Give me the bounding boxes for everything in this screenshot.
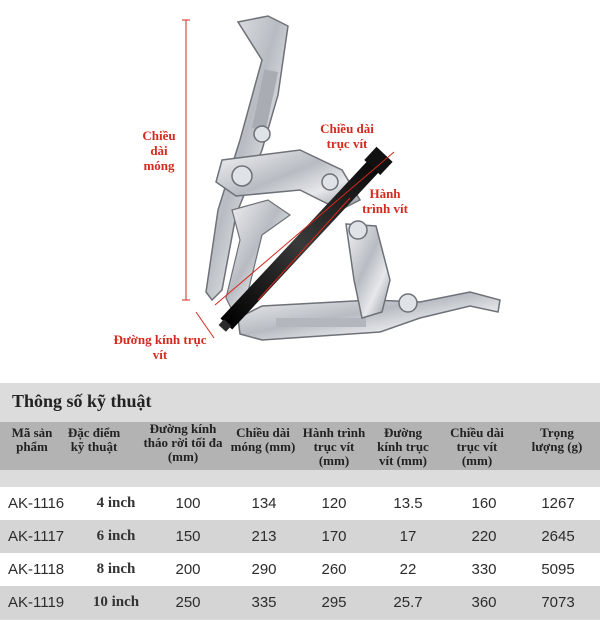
- weight: 5095: [541, 561, 575, 578]
- screw-diameter: 17: [399, 528, 417, 545]
- right-link: [345, 223, 391, 319]
- screw-stroke: 170: [321, 528, 347, 545]
- column-header: Chiều dài trục vít (mm): [450, 425, 504, 468]
- claw-length: 213: [251, 528, 277, 545]
- screw-length: 160: [471, 495, 497, 512]
- max-diameter: 100: [175, 495, 201, 512]
- weight: 1267: [541, 495, 575, 512]
- annotation-lines: [182, 19, 395, 339]
- table-header: Mã sản phẩm Đặc điểm kỹ thuật Đường kính…: [0, 422, 600, 470]
- screw-length: 330: [471, 561, 497, 578]
- screw-stroke: 120: [321, 495, 347, 512]
- screw-length-line: [214, 151, 395, 306]
- stroke-label: Hành trình vít: [362, 186, 408, 216]
- column-header: Hành trình trục vít (mm): [302, 425, 366, 468]
- stroke-line: [257, 197, 351, 301]
- screw-diameter-label: Đường kính trục vít: [113, 332, 207, 362]
- weight: 2645: [541, 528, 575, 545]
- product-code: AK-1119: [8, 594, 65, 611]
- screw-diameter: 22: [399, 561, 417, 578]
- threaded-screw: [218, 146, 393, 332]
- product-code: AK-1118: [8, 561, 65, 578]
- product-code: AK-1117: [8, 528, 65, 545]
- diameter-line: [195, 311, 215, 339]
- product-code: AK-1116: [8, 495, 65, 512]
- screw-stroke: 295: [321, 594, 347, 611]
- column-header: Trọng lượng (g): [531, 425, 583, 454]
- claw-length: 134: [251, 495, 277, 512]
- gear-puller-drawing: [182, 15, 501, 341]
- weight: 7073: [541, 594, 575, 611]
- left-jaw-label-plate: [251, 69, 279, 131]
- product-illustration: Chiều dài móng Chiều dài trục vít Hành t…: [113, 15, 501, 362]
- size-spec: 10 inch: [92, 594, 140, 610]
- pivot-pin-upper: [253, 125, 271, 143]
- column-header: Đường kính trục vít (mm): [377, 425, 429, 468]
- screw-length: 220: [471, 528, 497, 545]
- claw-length: 335: [251, 594, 277, 611]
- pivot-pin-top-right: [321, 173, 339, 191]
- max-diameter: 250: [175, 594, 201, 611]
- column-header: Đường kính tháo rời tối đa (mm): [143, 421, 223, 464]
- lower-arm-inscription: [276, 318, 366, 327]
- column-header: Chiều dài móng (mm): [230, 425, 296, 454]
- table-row: AK-1117 6 inch 150 213 170 17 220 2645: [0, 520, 600, 553]
- specifications-section: Thông số kỹ thuật Mã sản phẩm Đặc điểm k…: [0, 383, 600, 620]
- screw-diameter: 13.5: [393, 495, 423, 512]
- specifications-title: Thông số kỹ thuật: [12, 391, 152, 411]
- table-row: AK-1116 4 inch 100 134 120 13.5 160 1267: [0, 487, 600, 520]
- pivot-pin-lower: [398, 293, 418, 313]
- screw-length-label: Chiều dài trục vít: [320, 121, 374, 151]
- screw-stroke: 260: [321, 561, 347, 578]
- screw-diameter: 25.7: [393, 594, 423, 611]
- table-row: AK-1118 8 inch 200 290 260 22 330 5095: [0, 553, 600, 586]
- column-header: Đặc điểm kỹ thuật: [67, 425, 121, 454]
- size-spec: 8 inch: [96, 561, 136, 577]
- column-header: Mã sản phẩm: [11, 425, 53, 454]
- table-row: AK-1119 10 inch 250 335 295 25.7 360 707…: [0, 586, 600, 619]
- claw-length: 290: [251, 561, 277, 578]
- screw-length: 360: [471, 594, 497, 611]
- max-diameter: 150: [175, 528, 201, 545]
- claw-length-label: Chiều dài móng: [142, 128, 176, 173]
- max-diameter: 200: [175, 561, 201, 578]
- pivot-pin-right: [348, 220, 368, 240]
- pivot-pin-top: [231, 165, 253, 187]
- size-spec: 4 inch: [96, 495, 136, 511]
- size-spec: 6 inch: [96, 528, 136, 544]
